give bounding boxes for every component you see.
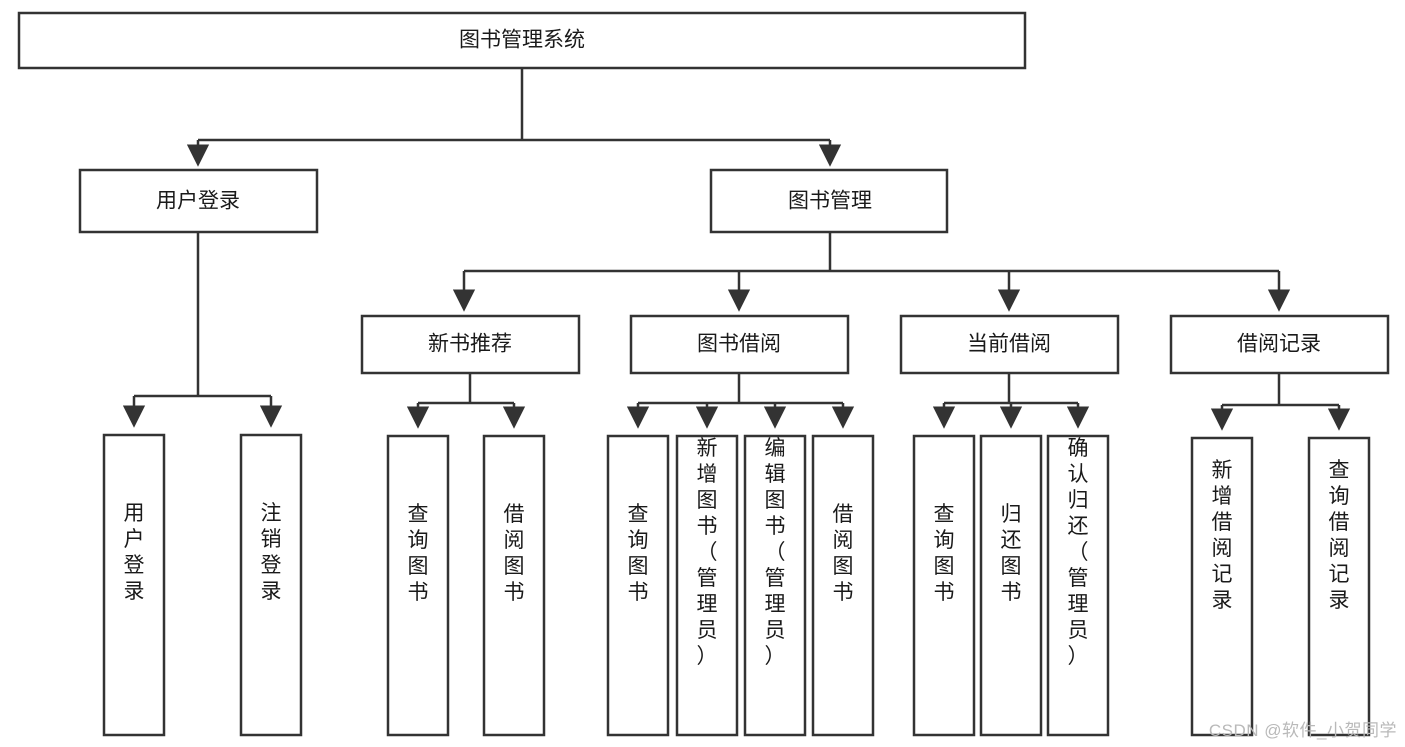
leaf-box[interactable] (1046, 434, 1110, 737)
node-root[interactable]: 图书管理系统 (17, 11, 1027, 70)
leaf-box[interactable] (675, 434, 739, 737)
node-borrow-record-label: 借阅记录 (1237, 333, 1321, 356)
leaf-box[interactable] (1307, 436, 1371, 737)
leaf-book-borrow-2[interactable]: 新增图书（管理员） (675, 434, 739, 737)
node-book-manage[interactable]: 图书管理 (709, 168, 949, 234)
leaf-label: 查询借阅记录 (1329, 459, 1350, 612)
leaf-label: 用户登录 (124, 502, 145, 603)
leaf-label: 新增借阅记录 (1212, 459, 1233, 612)
leaf-label: 借阅图书 (504, 503, 525, 604)
leaf-user-login-2[interactable]: 注销登录 (239, 433, 303, 737)
leaf-label: 查询图书 (628, 503, 649, 604)
leaf-label: 编辑图书（管理员） (765, 437, 786, 668)
connectors-borrow-record (1210, 373, 1351, 431)
connectors-new-book (406, 373, 526, 429)
leaf-user-login-1[interactable]: 用户登录 (102, 433, 166, 737)
node-book-borrow[interactable]: 图书借阅 (629, 314, 850, 375)
connectors-root (186, 68, 842, 167)
node-new-book-recommend-box[interactable] (360, 314, 581, 375)
leaf-box[interactable] (482, 434, 546, 737)
node-book-manage-label: 图书管理 (788, 190, 872, 213)
leaf-borrow-record-1[interactable]: 新增借阅记录 (1190, 436, 1254, 737)
leaf-book-borrow-4[interactable]: 借阅图书 (811, 434, 875, 737)
leaf-label: 查询图书 (934, 503, 955, 604)
leaf-current-borrow-3[interactable]: 确认归还（管理员） (1046, 434, 1110, 737)
node-borrow-record-box[interactable] (1169, 314, 1390, 375)
csdn-watermark: CSDN @软件_小贺同学 (1208, 721, 1397, 740)
node-user-login[interactable]: 用户登录 (78, 168, 319, 234)
node-new-book-recommend[interactable]: 新书推荐 (360, 314, 581, 375)
leaf-label: 归还图书 (1001, 503, 1022, 604)
leaf-box[interactable] (1190, 436, 1254, 737)
leaf-box[interactable] (912, 434, 976, 737)
leaf-current-borrow-1[interactable]: 查询图书 (912, 434, 976, 737)
node-current-borrow[interactable]: 当前借阅 (899, 314, 1120, 375)
connectors-current-borrow (932, 373, 1090, 429)
node-root-label: 图书管理系统 (459, 29, 585, 52)
leaf-book-borrow-3[interactable]: 编辑图书（管理员） (743, 434, 807, 737)
leaf-label: 确认归还（管理员） (1068, 437, 1089, 668)
leaf-box[interactable] (386, 434, 450, 737)
leaf-new-book-1[interactable]: 查询图书 (386, 434, 450, 737)
connectors-book-manage (452, 232, 1291, 312)
leaf-label: 注销登录 (261, 502, 282, 603)
leaf-box[interactable] (811, 434, 875, 737)
leaf-label: 新增图书（管理员） (697, 437, 718, 668)
leaf-box[interactable] (979, 434, 1043, 737)
node-book-borrow-box[interactable] (629, 314, 850, 375)
leaf-box[interactable] (102, 433, 166, 737)
leaf-borrow-record-2[interactable]: 查询借阅记录 (1307, 436, 1371, 737)
node-current-borrow-box[interactable] (899, 314, 1120, 375)
node-new-book-recommend-label: 新书推荐 (428, 333, 512, 356)
leaf-label: 借阅图书 (833, 503, 854, 604)
leaf-label: 查询图书 (408, 503, 429, 604)
node-book-manage-box[interactable] (709, 168, 949, 234)
leaf-current-borrow-2[interactable]: 归还图书 (979, 434, 1043, 737)
leaf-book-borrow-1[interactable]: 查询图书 (606, 434, 670, 737)
leaf-new-book-2[interactable]: 借阅图书 (482, 434, 546, 737)
node-borrow-record[interactable]: 借阅记录 (1169, 314, 1390, 375)
node-current-borrow-label: 当前借阅 (967, 333, 1051, 356)
node-root-box[interactable] (17, 11, 1027, 70)
connectors-book-borrow (626, 373, 855, 429)
leaf-box[interactable] (606, 434, 670, 737)
leaf-box[interactable] (743, 434, 807, 737)
node-user-login-label: 用户登录 (156, 190, 240, 213)
leaf-box[interactable] (239, 433, 303, 737)
node-book-borrow-label: 图书借阅 (697, 333, 781, 356)
node-user-login-box[interactable] (78, 168, 319, 234)
connectors-user-login (122, 232, 283, 428)
